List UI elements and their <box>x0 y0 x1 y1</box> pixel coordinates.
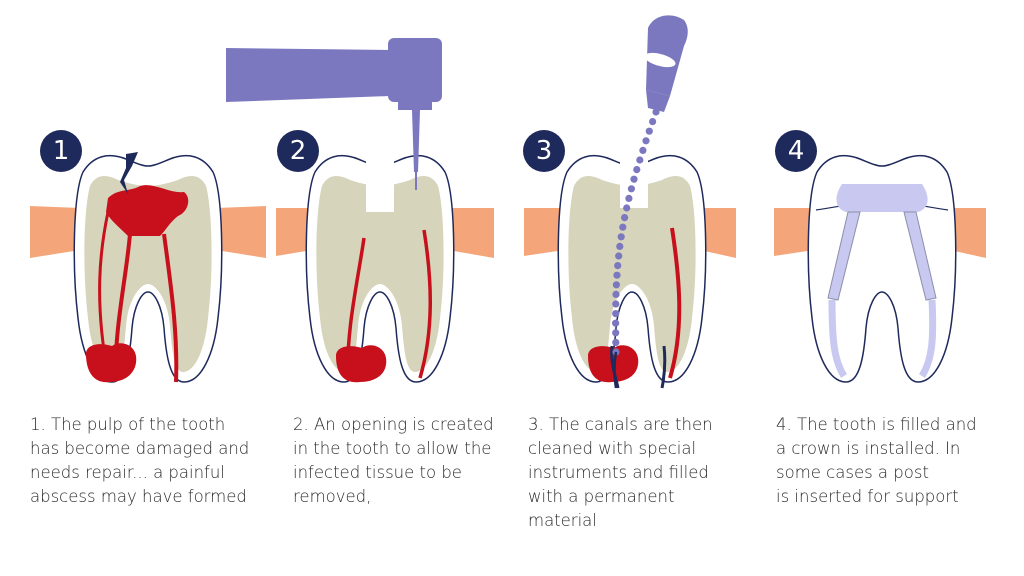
caption-line: in the tooth to allow the <box>293 439 492 458</box>
gum <box>950 208 986 258</box>
step-4-badge: 4 <box>775 130 817 172</box>
file-shaft-segment <box>642 137 650 145</box>
caption-line: 4. The tooth is filled and <box>776 415 977 434</box>
caption-line: infected tissue to be <box>293 463 462 482</box>
file-shaft-segment <box>612 319 620 327</box>
caption-line: material <box>528 511 597 530</box>
caption-line: is inserted for support <box>776 487 959 506</box>
file-shaft-segment <box>636 156 644 164</box>
file-shaft-segment <box>612 300 620 308</box>
gum <box>30 206 80 258</box>
caption-line: abscess may have formed <box>30 487 247 506</box>
file-shaft-segment <box>615 252 623 260</box>
caption-line: removed, <box>293 487 372 506</box>
file-shaft-segment <box>612 338 620 346</box>
file-shaft-segment <box>612 290 620 298</box>
file-shaft-segment <box>630 175 638 183</box>
gum <box>448 208 494 258</box>
file-shaft-segment <box>616 242 624 250</box>
file-shaft-segment <box>613 271 621 279</box>
caption-line: a crown is installed. In <box>776 439 961 458</box>
file-shaft-segment <box>612 329 620 337</box>
infected-canal <box>162 233 179 383</box>
file-shaft-segment <box>612 310 620 318</box>
step-3-caption: 3. The canals are then cleaned with spec… <box>528 413 768 533</box>
post <box>827 211 861 301</box>
step-1-illustration <box>30 152 266 383</box>
caption-line: has become damaged and <box>30 439 250 458</box>
file-shaft-segment <box>627 185 636 193</box>
caption-line: 2. An opening is created <box>293 415 494 434</box>
caption-line: cleaned with special <box>528 439 697 458</box>
abscess <box>336 345 387 383</box>
residual-canal <box>418 229 433 379</box>
step-1-caption: 1. The pulp of the tooth has become dama… <box>30 413 270 509</box>
file-shaft-segment <box>623 204 631 212</box>
file-shaft-segment <box>645 127 653 135</box>
abscess <box>86 343 137 383</box>
step-2-badge: 2 <box>277 130 319 172</box>
post <box>903 211 937 301</box>
gum <box>216 206 266 258</box>
file-shaft-segment <box>633 166 641 174</box>
residual-canal <box>668 227 682 379</box>
canal-filling <box>918 299 937 378</box>
caption-line: needs repair... a painful <box>30 463 225 482</box>
file-shaft-segment <box>652 108 660 116</box>
core-filling <box>836 184 928 212</box>
filled-canal <box>660 345 667 389</box>
dental-drill-icon <box>226 38 442 190</box>
caption-line: 1. The pulp of the tooth <box>30 415 226 434</box>
file-shaft-segment <box>619 223 627 231</box>
caption-line: with a permanent <box>528 487 675 506</box>
crack <box>120 152 138 194</box>
access-opening <box>366 150 394 212</box>
file-shaft-segment <box>625 194 633 202</box>
gum <box>524 208 564 256</box>
step-4-illustration <box>774 154 986 383</box>
file-shaft-segment <box>612 281 621 289</box>
file-shaft-segment <box>649 118 657 126</box>
step-4-caption: 4. The tooth is filled and a crown is in… <box>776 413 1016 509</box>
step-2-caption: 2. An opening is created in the tooth to… <box>293 413 533 509</box>
infected-pulp <box>106 185 189 236</box>
step-1-badge: 1 <box>40 130 82 172</box>
file-shaft-segment <box>617 233 625 241</box>
file-shaft-segment <box>621 214 629 222</box>
caption-line: 3. The canals are then <box>528 415 713 434</box>
file-shaft <box>612 108 660 389</box>
file-tip <box>613 351 618 389</box>
endodontic-file-icon <box>612 15 688 389</box>
step-2-illustration <box>276 150 494 383</box>
file-shaft-segment <box>614 262 622 270</box>
caption-line: instruments and filled <box>528 463 709 482</box>
gum <box>700 208 736 258</box>
gum <box>276 208 312 256</box>
step-3-badge: 3 <box>523 130 565 172</box>
caption-line: some cases a post <box>776 463 929 482</box>
file-shaft-segment <box>639 146 647 154</box>
canal-filling <box>828 299 848 378</box>
gum <box>774 208 814 256</box>
